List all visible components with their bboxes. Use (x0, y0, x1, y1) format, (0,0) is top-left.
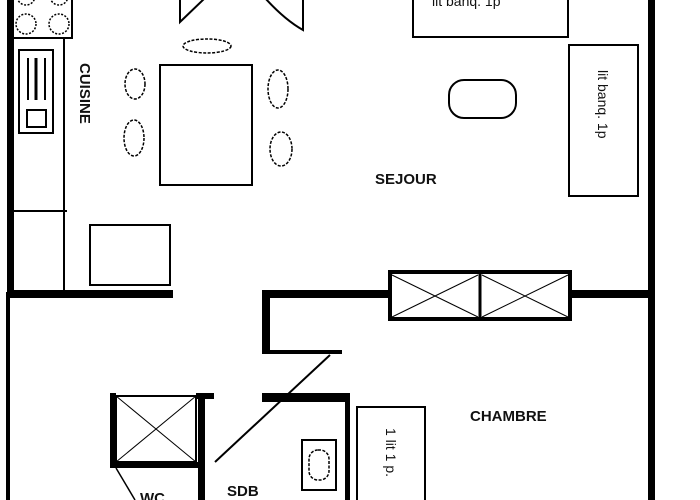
walls (6, 0, 655, 500)
washbasin (301, 439, 337, 491)
wall-left-lower (6, 292, 10, 500)
dining-table (159, 64, 253, 186)
armchair-right (265, 0, 304, 32)
doors (115, 354, 331, 500)
bed-label-bedroom: 1 lit 1 p. (383, 428, 399, 477)
bed-label-top: lit banq. 1p (432, 0, 501, 9)
wall-sdb-top (262, 393, 350, 402)
room-label-toilet: WC (140, 490, 165, 500)
room-label-kitchen: CUISINE (76, 63, 93, 124)
wc-wall-bottom (110, 462, 198, 468)
wc-wall-left (110, 393, 116, 465)
armchair-left (179, 0, 205, 25)
sofa-bed-top (412, 0, 569, 38)
coffee-table (448, 79, 517, 119)
wall-right (648, 0, 655, 500)
wall-kitchen-bottom (8, 290, 173, 298)
wall-sdb-right (345, 393, 350, 500)
chairs (123, 38, 293, 167)
living-furniture (123, 0, 639, 500)
drain-board (26, 109, 47, 128)
kitchen-fixtures (11, 0, 171, 290)
burner-icons (15, 0, 70, 35)
closets (115, 270, 572, 463)
sofa-bed-right (568, 44, 639, 197)
wc-door (115, 467, 136, 500)
wall-hall-top (262, 290, 388, 298)
bed-bedroom (356, 406, 426, 500)
wall-hall-lower (262, 350, 342, 354)
room-label-living: SEJOUR (375, 171, 437, 188)
room-label-bathroom: SDB (227, 483, 259, 500)
basin-bowl (308, 449, 330, 481)
sink-unit (18, 49, 54, 134)
wall-left-upper (7, 0, 14, 292)
door-swing (214, 354, 331, 463)
bed-label-right: lit banq. 1p (595, 70, 611, 139)
wall-wc-sdb (198, 393, 205, 500)
room-label-bedroom: CHAMBRE (470, 408, 547, 425)
wall-hall-stub (262, 290, 270, 354)
shower (115, 395, 197, 463)
wall-bedroom-top (570, 290, 650, 298)
cabinet (89, 224, 171, 286)
